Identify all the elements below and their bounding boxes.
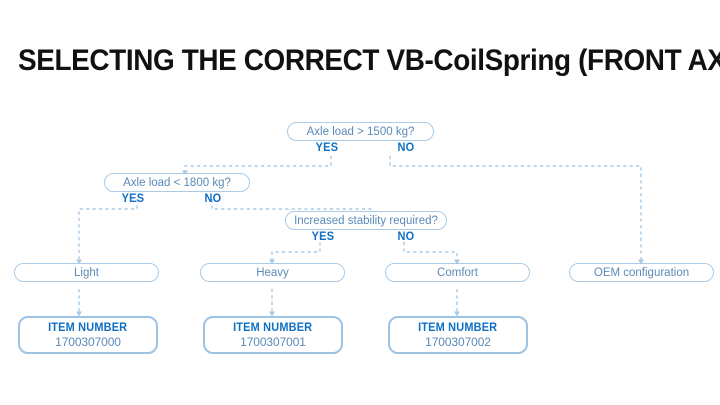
item-number-box-heavy[interactable]: ITEM NUMBER 1700307001 (203, 316, 343, 354)
wire-d3-no (403, 242, 460, 265)
branch-label-d2-no: NO (204, 193, 222, 205)
wire-d2-yes (76, 199, 138, 265)
item-number-title: ITEM NUMBER (418, 321, 498, 334)
decision-label: Axle load < 1800 kg? (123, 176, 231, 189)
decision-axle-load-lt-1800[interactable]: Axle load < 1800 kg? (104, 173, 250, 192)
item-number-box-comfort[interactable]: ITEM NUMBER 1700307002 (388, 316, 528, 354)
result-label: Heavy (256, 266, 289, 279)
wire-d3-yes (269, 242, 321, 265)
branch-label-d1-yes: YES (315, 142, 339, 154)
item-number-title: ITEM NUMBER (233, 321, 313, 334)
wire-d1-no (389, 156, 644, 265)
wire-d1-yes (182, 156, 332, 176)
branch-label-d3-no: NO (397, 231, 415, 243)
item-number-value: 1700307000 (55, 334, 121, 349)
result-heavy[interactable]: Heavy (200, 263, 345, 282)
branch-label-d3-yes: YES (311, 231, 335, 243)
result-oem-configuration[interactable]: OEM configuration (569, 263, 714, 282)
item-number-box-light[interactable]: ITEM NUMBER 1700307000 (18, 316, 158, 354)
result-light[interactable]: Light (14, 263, 159, 282)
result-label: OEM configuration (593, 266, 690, 279)
result-label: Light (74, 266, 99, 279)
item-number-value: 1700307002 (425, 334, 491, 349)
result-label: Comfort (437, 266, 478, 279)
result-comfort[interactable]: Comfort (385, 263, 530, 282)
branch-label-d1-no: NO (397, 142, 415, 154)
item-number-value: 1700307001 (240, 334, 306, 349)
decision-increased-stability[interactable]: Increased stability required? (285, 211, 447, 230)
item-number-title: ITEM NUMBER (48, 321, 128, 334)
branch-label-d2-yes: YES (121, 193, 145, 205)
decision-label: Increased stability required? (294, 214, 438, 227)
page-title: SELECTING THE CORRECT VB-CoilSpring (FRO… (18, 44, 720, 77)
decision-label: Axle load > 1500 kg? (306, 125, 415, 138)
decision-axle-load-gt-1500[interactable]: Axle load > 1500 kg? (287, 122, 434, 141)
